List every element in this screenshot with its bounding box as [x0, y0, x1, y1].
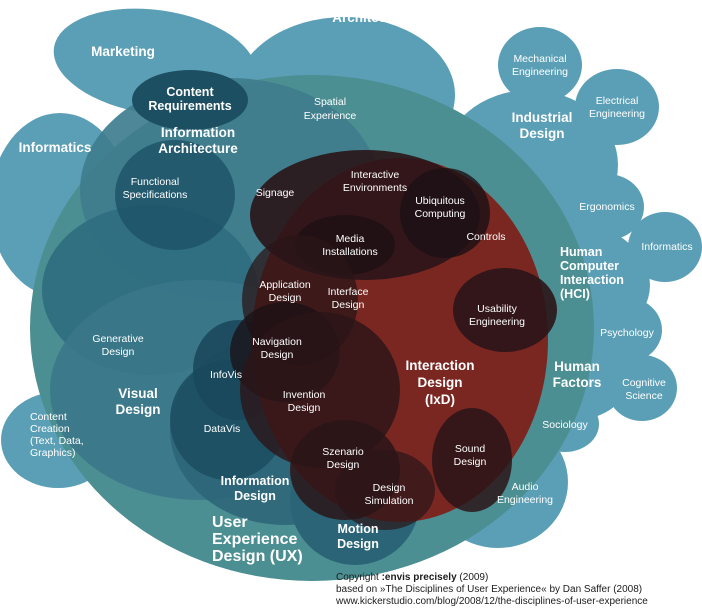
credits: Copyright :envis precisely (2009) based …: [336, 572, 700, 608]
label-architecture: Architecture: [332, 10, 412, 25]
label-informatics-right: Informatics: [641, 241, 692, 253]
label-ergonomics: Ergonomics: [579, 201, 634, 213]
content-requirements-area: [132, 70, 248, 130]
functional-specs-area: [115, 140, 235, 250]
based-on-line: based on »The Disciplines of User Experi…: [336, 584, 643, 595]
informatics-right-bubble: [628, 212, 702, 282]
mechanical-engineering-bubble: [498, 27, 582, 103]
copyright-brand: :envis precisely: [381, 572, 457, 583]
copyright-line: Copyright :envis precisely (2009): [336, 572, 700, 584]
ubiquitous-computing-zone: [400, 168, 490, 258]
sound-design-zone: [432, 408, 512, 512]
overlap-zones: [230, 150, 557, 530]
source-url[interactable]: www.kickerstudio.com/blog/2008/12/the-di…: [336, 596, 648, 607]
label-signage: Signage: [256, 187, 295, 199]
design-simulation-zone: [335, 450, 435, 530]
copyright-prefix: Copyright: [336, 572, 379, 583]
label-sociology: Sociology: [542, 419, 588, 431]
label-datavis: DataVis: [204, 423, 241, 435]
label-infovis: InfoVis: [210, 369, 242, 381]
cognitive-science-bubble: [607, 355, 677, 421]
usability-engineering-zone: [453, 268, 557, 352]
label-psychology: Psychology: [600, 327, 654, 339]
label-informatics-left: Informatics: [19, 140, 92, 155]
label-marketing: Marketing: [91, 44, 155, 59]
label-controls: Controls: [466, 231, 505, 243]
copyright-year: (2009): [459, 572, 489, 583]
